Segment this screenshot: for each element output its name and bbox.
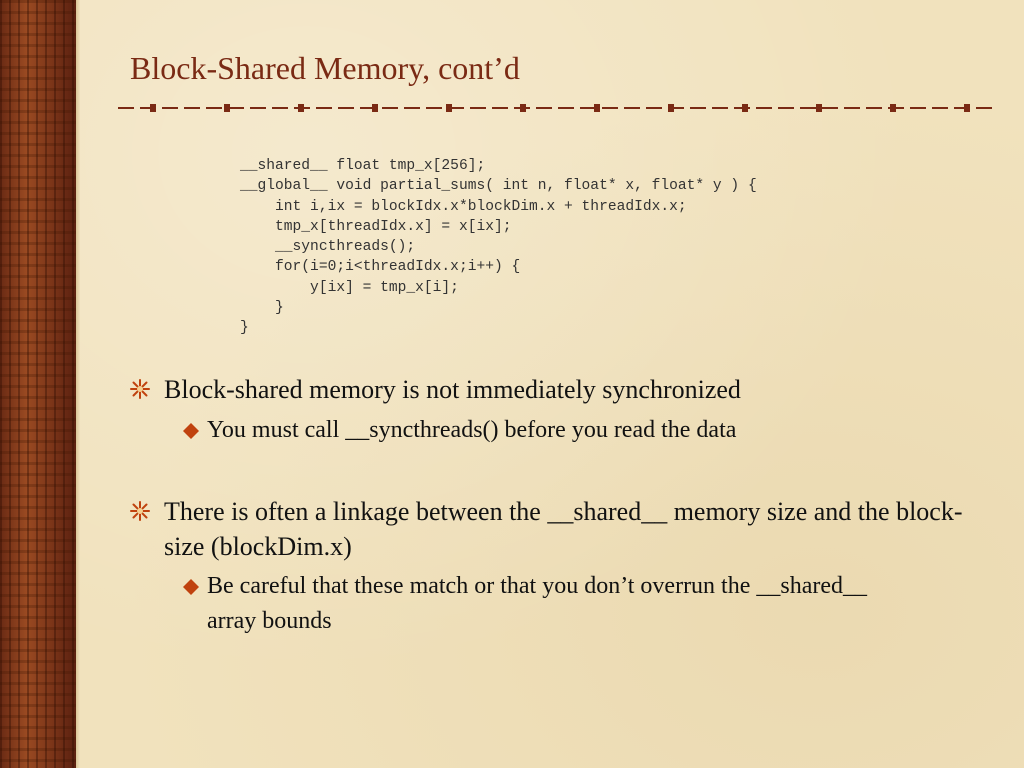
code-line: __syncthreads(); <box>240 239 416 256</box>
sub-bullet-text: You must call __syncthreads() before you… <box>207 417 737 443</box>
code-line: } <box>240 300 284 317</box>
code-line: __global__ void partial_sums( int n, flo… <box>240 178 757 195</box>
bullet-item: Block-shared memory is not immediately s… <box>130 372 990 407</box>
bullet-text: Block-shared memory is not immediately s… <box>164 375 741 404</box>
bullet-text: There is often a linkage between the __s… <box>164 497 963 561</box>
code-line: for(i=0;i<threadIdx.x;i++) { <box>240 259 521 276</box>
code-line: } <box>240 320 249 337</box>
star-burst-icon <box>130 379 150 399</box>
dash-dot-divider <box>118 104 994 112</box>
star-burst-icon <box>130 501 150 521</box>
sub-bullet-item: Be careful that these match or that you … <box>183 569 883 639</box>
sub-bullet-item: You must call __syncthreads() before you… <box>183 413 983 448</box>
code-line: int i,ix = blockIdx.x*blockDim.x + threa… <box>240 198 687 215</box>
sidebar-edge <box>76 0 80 768</box>
diamond-icon <box>183 579 199 595</box>
bullet-item: There is often a linkage between the __s… <box>130 494 980 564</box>
slide-title: Block-Shared Memory, cont’d <box>130 50 520 86</box>
code-line: __shared__ float tmp_x[256]; <box>240 158 486 174</box>
code-block: __shared__ float tmp_x[256]; __global__ … <box>240 156 757 339</box>
code-line: y[ix] = tmp_x[i]; <box>240 279 459 296</box>
wood-sidebar <box>0 0 78 768</box>
code-line: tmp_x[threadIdx.x] = x[ix]; <box>240 218 512 235</box>
diamond-icon <box>183 423 199 439</box>
sub-bullet-text: Be careful that these match or that you … <box>207 573 868 634</box>
